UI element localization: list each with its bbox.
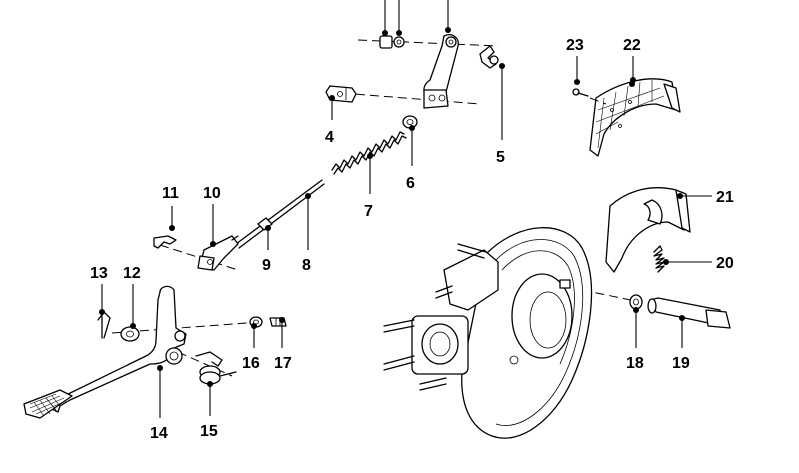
callout-label-18: 18 (626, 355, 644, 372)
callout-label-8: 8 (302, 257, 311, 274)
callout-17: 17 (274, 317, 292, 372)
washer-part-12 (120, 326, 140, 342)
return-spring-part-7 (331, 131, 407, 175)
fork-head-part-10 (197, 235, 239, 271)
callout-22: 22 (623, 37, 641, 83)
eccentric-bolt-part-19 (647, 297, 731, 329)
brake-pedal-part-14 (23, 285, 187, 419)
torsion-spring-part-15 (195, 351, 237, 385)
callout-label-13: 13 (90, 265, 108, 282)
callout-label-17: 17 (274, 355, 292, 372)
callout-13: 13 (90, 265, 108, 315)
callout-15: 15 (200, 381, 218, 440)
shoe-spring-part-20 (653, 245, 665, 273)
cotter-pin-part-13 (97, 311, 111, 339)
callout-16: 16 (242, 323, 260, 372)
callout-label-16: 16 (242, 355, 260, 372)
callout-10: 10 (203, 185, 221, 247)
adjusting-nut-part-9 (257, 217, 273, 231)
callout-label-6: 6 (406, 175, 415, 192)
callout-20: 20 (663, 255, 734, 272)
callout-12: 12 (123, 265, 141, 329)
brake-shoe-part-21 (605, 187, 691, 273)
callout-18: 18 (626, 307, 644, 372)
callout-label-19: 19 (672, 355, 690, 372)
rivet-part-23 (572, 88, 589, 97)
bell-crank-lever (423, 34, 459, 109)
callout-6: 6 (406, 125, 415, 192)
callout-7: 7 (364, 153, 373, 220)
callout-label-20: 20 (716, 255, 734, 272)
callout-label-5: 5 (496, 149, 505, 166)
callout-9: 9 (262, 225, 271, 274)
callout-label-21: 21 (716, 189, 734, 206)
wing-bolt (479, 45, 499, 69)
callout-4: 4 (325, 95, 335, 146)
callout-label-15: 15 (200, 423, 218, 440)
assembly-guide-lines (111, 39, 641, 377)
brake-shoe-part-22 (589, 78, 681, 157)
callout-label-11: 11 (162, 185, 179, 202)
callout-23: 23 (566, 37, 584, 85)
callout-label-22: 22 (623, 37, 641, 54)
callout-label-10: 10 (203, 185, 221, 202)
callout-21: 21 (677, 189, 734, 206)
callout-19: 19 (672, 315, 690, 372)
upper-lever-assembly (379, 0, 499, 109)
washer-part-18 (629, 294, 643, 310)
upper-nut (379, 35, 405, 49)
callout-label-23: 23 (566, 37, 584, 54)
callout-14: 14 (150, 365, 168, 442)
callout-label-12: 12 (123, 265, 141, 282)
wheel-hub-backing-plate (383, 227, 593, 439)
callout-11: 11 (162, 185, 179, 231)
callout-8: 8 (302, 193, 311, 274)
spring-clip-part-11 (153, 235, 177, 249)
callout-label-7: 7 (364, 203, 373, 220)
pull-rod-part-8 (235, 179, 325, 249)
callout-5: 5 (496, 63, 505, 166)
callout-label-14: 14 (150, 425, 168, 442)
callout-label-9: 9 (262, 257, 271, 274)
callout-label-4: 4 (325, 129, 334, 146)
